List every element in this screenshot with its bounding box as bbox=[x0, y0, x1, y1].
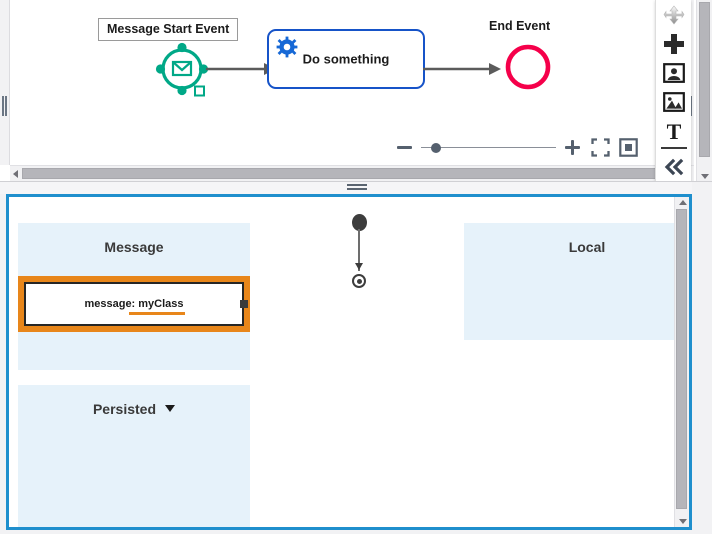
move-cross-icon[interactable] bbox=[656, 0, 692, 29]
scroll-left-arrow-icon[interactable] bbox=[13, 170, 18, 178]
message-node-selection[interactable]: message: myClass bbox=[18, 276, 250, 332]
zoom-in-button[interactable] bbox=[564, 139, 581, 156]
splitter-grip-icon bbox=[347, 184, 367, 191]
zoom-out-button[interactable] bbox=[396, 139, 413, 156]
state-machine-canvas[interactable]: Message Local Persisted message: myClass bbox=[9, 197, 689, 527]
message-node[interactable]: message: myClass bbox=[24, 282, 244, 326]
service-task-label: Do something bbox=[302, 51, 390, 67]
left-panel-splitter[interactable] bbox=[0, 0, 10, 165]
horizontal-splitter[interactable] bbox=[0, 182, 712, 194]
palette-divider bbox=[660, 147, 687, 150]
transition-arrowhead bbox=[355, 263, 363, 270]
envelope-icon bbox=[155, 42, 209, 97]
fit-to-screen-icon[interactable] bbox=[591, 138, 610, 157]
bottom-vertical-scrollbar[interactable] bbox=[674, 197, 689, 527]
initial-node[interactable] bbox=[352, 214, 367, 231]
svg-text:T: T bbox=[666, 120, 681, 142]
region-message-title: Message bbox=[104, 239, 164, 255]
splitter-grip-icon bbox=[2, 96, 7, 116]
top-zoom-toolbar[interactable] bbox=[396, 138, 638, 157]
sequence-flow-2 bbox=[423, 63, 501, 75]
transition-line bbox=[358, 229, 360, 271]
end-event-node[interactable] bbox=[502, 41, 554, 93]
gear-icon bbox=[276, 36, 298, 58]
state-machine-editor-panel: Message Local Persisted message: myClass bbox=[6, 194, 692, 530]
vertical-scroll-thumb[interactable] bbox=[676, 209, 687, 509]
text-tool-icon[interactable]: T bbox=[656, 116, 692, 145]
message-start-event-label: Message Start Event bbox=[98, 18, 239, 41]
region-persisted[interactable]: Persisted bbox=[18, 385, 250, 527]
vertical-scroll-thumb[interactable] bbox=[699, 2, 710, 157]
final-node[interactable] bbox=[352, 274, 366, 288]
chevron-down-icon[interactable] bbox=[165, 405, 176, 412]
scroll-down-arrow-icon[interactable] bbox=[679, 519, 687, 524]
diagram-palette[interactable]: T bbox=[655, 0, 692, 181]
actual-size-icon[interactable] bbox=[619, 138, 638, 157]
top-horizontal-scrollbar[interactable] bbox=[10, 165, 694, 181]
scroll-down-arrow-icon[interactable] bbox=[701, 174, 709, 179]
message-node-label: message: myClass bbox=[84, 298, 184, 310]
double-chevron-left-icon[interactable] bbox=[656, 152, 692, 181]
end-event-circle-icon bbox=[505, 44, 551, 90]
user-frame-icon[interactable] bbox=[656, 58, 692, 87]
zoom-slider-track bbox=[421, 146, 556, 148]
resize-handle[interactable] bbox=[240, 300, 248, 308]
bpmn-editor-panel: Message Start Event bbox=[0, 0, 712, 182]
region-persisted-title-row[interactable]: Persisted bbox=[18, 401, 250, 417]
horizontal-scroll-thumb[interactable] bbox=[22, 168, 682, 179]
zoom-slider[interactable] bbox=[421, 140, 556, 156]
image-icon[interactable] bbox=[656, 87, 692, 116]
service-task-node[interactable]: Do something bbox=[267, 29, 425, 89]
end-event-label: End Event bbox=[489, 19, 551, 33]
bpmn-canvas[interactable]: Message Start Event bbox=[10, 0, 695, 164]
region-local-title: Local bbox=[568, 239, 606, 255]
scroll-up-arrow-icon[interactable] bbox=[679, 200, 687, 205]
message-start-event-node[interactable] bbox=[153, 42, 213, 102]
region-local[interactable]: Local bbox=[464, 223, 689, 340]
top-vertical-scrollbar[interactable] bbox=[696, 0, 712, 181]
bottom-right-gutter bbox=[692, 182, 712, 534]
message-node-underline bbox=[129, 312, 185, 315]
plus-cross-icon[interactable] bbox=[656, 29, 692, 58]
region-persisted-title: Persisted bbox=[92, 401, 157, 417]
zoom-slider-thumb[interactable] bbox=[431, 142, 441, 153]
